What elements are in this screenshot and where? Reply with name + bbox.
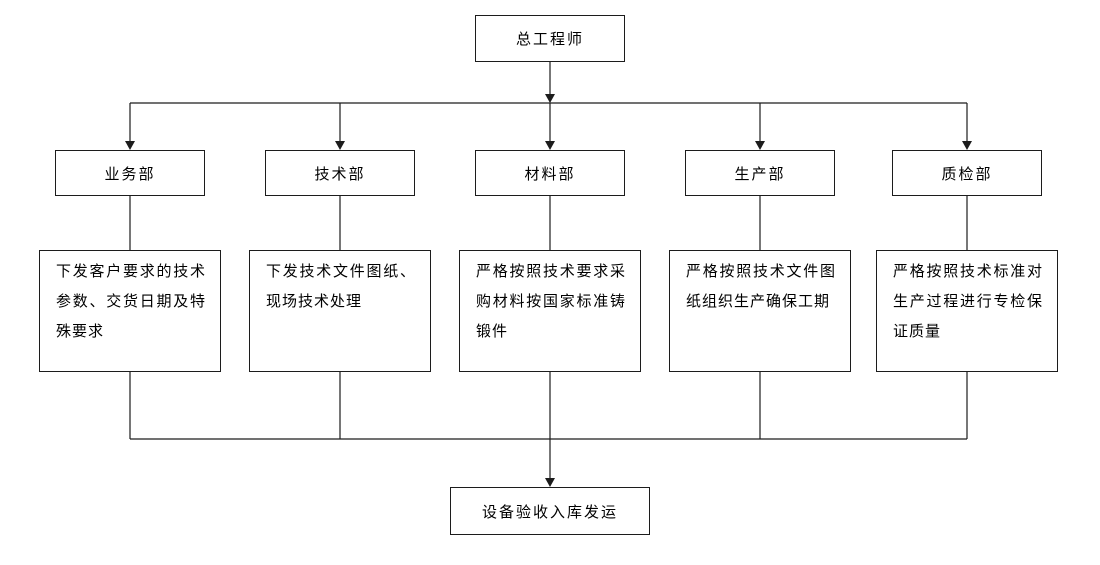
node-chief-engineer: 总工程师 [475, 15, 625, 62]
node-dept-production-label: 生产部 [734, 165, 786, 183]
node-duty-business: 下发客户要求的技术参数、交货日期及特殊要求 [39, 250, 221, 372]
arrowhead-down-icon [125, 141, 135, 150]
node-dept-technology: 技术部 [265, 150, 415, 196]
node-dept-materials: 材料部 [475, 150, 625, 196]
node-outcome-label: 设备验收入库发运 [481, 503, 618, 521]
arrowhead-down-icon [545, 94, 555, 103]
node-dept-quality: 质检部 [892, 150, 1042, 196]
node-duty-quality: 严格按照技术标准对生产过程进行专检保证质量 [876, 250, 1058, 372]
node-outcome: 设备验收入库发运 [450, 487, 650, 535]
node-chief-engineer-label: 总工程师 [515, 31, 584, 48]
node-dept-business: 业务部 [55, 150, 205, 196]
arrowhead-down-icon [962, 141, 972, 150]
node-duty-production: 严格按照技术文件图纸组织生产确保工期 [669, 250, 851, 372]
arrowhead-down-icon [335, 141, 345, 150]
arrowhead-down-icon [755, 141, 765, 150]
node-dept-technology-label: 技术部 [314, 165, 366, 183]
node-duty-technology: 下发技术文件图纸、现场技术处理 [249, 250, 431, 372]
node-dept-quality-label: 质检部 [941, 165, 993, 183]
node-dept-business-label: 业务部 [104, 165, 156, 183]
node-dept-materials-label: 材料部 [524, 165, 576, 183]
node-dept-production: 生产部 [685, 150, 835, 196]
node-duty-materials: 严格按照技术要求采购材料按国家标准铸锻件 [459, 250, 641, 372]
arrowhead-down-icon [545, 141, 555, 150]
arrowhead-down-icon [545, 478, 555, 487]
